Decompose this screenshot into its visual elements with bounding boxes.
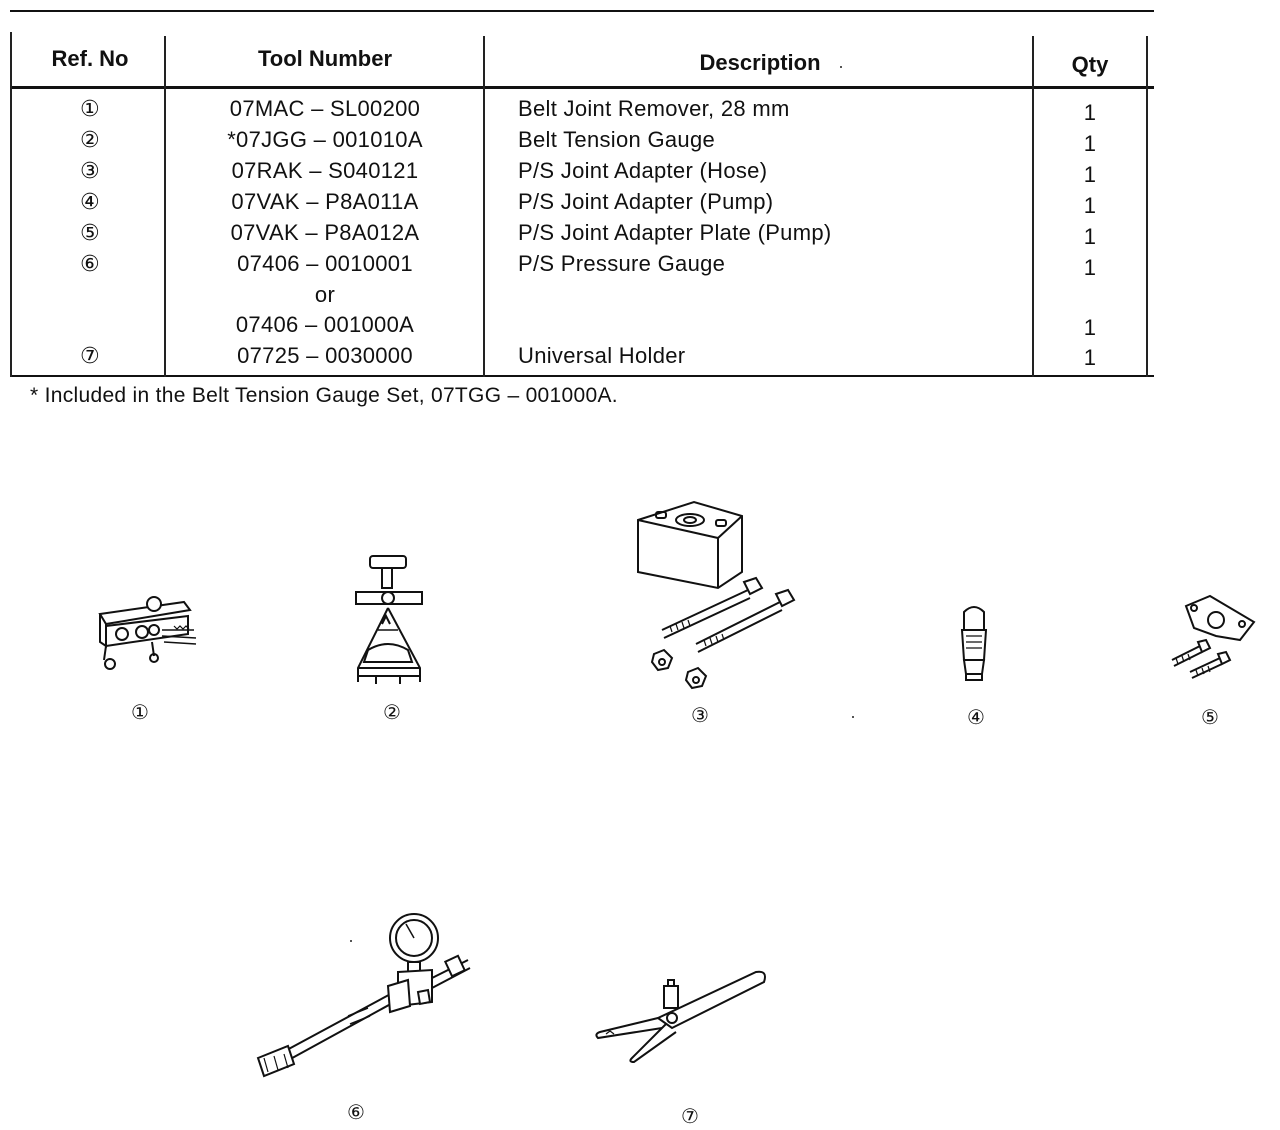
tool-description: Universal Holder: [518, 343, 686, 368]
figure-label-3: ③: [691, 705, 709, 727]
table-row: 07406 – 001000A 1: [10, 312, 1150, 342]
special-tools-table: Ref. No Tool Number Description Qty ① 07…: [10, 10, 1154, 377]
header-ref-no: Ref. No: [51, 46, 129, 71]
column-divider: [1032, 36, 1034, 377]
table-bottom-rule: [10, 375, 1154, 377]
figure-label-4: ④: [967, 707, 985, 729]
header-description: Description: [699, 50, 821, 75]
ref-number: ⑦: [79, 343, 101, 368]
tool-number: or: [314, 282, 336, 307]
ref-number: ④: [79, 189, 101, 214]
tool-quantity: 1: [1083, 224, 1097, 249]
table-left-border: [10, 32, 12, 377]
tool-description: P/S Pressure Gauge: [518, 251, 726, 276]
figure-label-5: ⑤: [1201, 707, 1219, 729]
tool-description: Belt Joint Remover, 28 mm: [518, 96, 790, 121]
header-qty: Qty: [1071, 52, 1109, 77]
tool-description: P/S Joint Adapter (Hose): [518, 158, 768, 183]
table-row: ③ 07RAK – S040121 P/S Joint Adapter (Hos…: [10, 158, 1150, 188]
ps-joint-adapter-hose-illustration: [630, 498, 800, 698]
tool-number: 07406 – 001000A: [235, 312, 415, 337]
ball-joint-remover-illustration: [92, 590, 202, 680]
tool-description: P/S Joint Adapter (Pump): [518, 189, 774, 214]
ref-number: ③: [79, 158, 101, 183]
table-footnote: * Included in the Belt Tension Gauge Set…: [30, 384, 618, 407]
tool-quantity: 1: [1083, 131, 1097, 156]
scan-speck: [852, 716, 854, 718]
tool-number: 07MAC – SL00200: [229, 96, 421, 121]
tool-quantity: 1: [1083, 345, 1097, 370]
tool-description: P/S Joint Adapter Plate (Pump): [518, 220, 832, 245]
table-row: ① 07MAC – SL00200 Belt Joint Remover, 28…: [10, 96, 1150, 126]
tool-quantity: 1: [1083, 100, 1097, 125]
column-divider: [483, 36, 485, 377]
ps-joint-adapter-plate-illustration: [1164, 592, 1260, 688]
figure-label-1: ①: [131, 702, 149, 724]
tool-number: *07JGG – 001010A: [227, 127, 423, 152]
tool-number: 07VAK – P8A011A: [231, 189, 419, 214]
table-row: ⑤ 07VAK – P8A012A P/S Joint Adapter Plat…: [10, 220, 1150, 250]
figure-label-6: ⑥: [347, 1102, 365, 1124]
tool-number: 07406 – 0010001: [237, 251, 413, 276]
ps-pressure-gauge-illustration: [248, 908, 488, 1088]
tool-number: 07VAK – P8A012A: [230, 220, 420, 245]
ref-number: ⑤: [79, 220, 101, 245]
table-right-border: [1146, 36, 1148, 377]
header-tool-number: Tool Number: [257, 46, 393, 71]
ref-number: ⑥: [79, 251, 101, 276]
tool-number: 07725 – 0030000: [237, 343, 413, 368]
tool-number: 07RAK – S040121: [231, 158, 419, 183]
ref-number: ②: [79, 127, 101, 152]
table-top-rule: [10, 10, 1154, 12]
universal-holder-illustration: [592, 962, 772, 1072]
belt-tension-gauge-illustration: [352, 550, 432, 690]
tool-quantity: 1: [1083, 315, 1097, 340]
scan-speck: [840, 66, 842, 68]
figure-label-7: ⑦: [681, 1106, 699, 1128]
figure-label-2: ②: [383, 702, 401, 724]
tool-quantity: 1: [1083, 193, 1097, 218]
tool-quantity: 1: [1083, 162, 1097, 187]
table-row: or: [10, 282, 1150, 312]
table-row: ⑦ 07725 – 0030000 Universal Holder 1: [10, 343, 1150, 373]
table-row: ⑥ 07406 – 0010001 P/S Pressure Gauge 1: [10, 251, 1150, 281]
scan-speck: [350, 940, 352, 942]
ps-joint-adapter-pump-illustration: [954, 600, 994, 684]
tool-quantity: 1: [1083, 255, 1097, 280]
table-row: ② *07JGG – 001010A Belt Tension Gauge 1: [10, 127, 1150, 157]
table-row: ④ 07VAK – P8A011A P/S Joint Adapter (Pum…: [10, 189, 1150, 219]
ref-number: ①: [79, 96, 101, 121]
table-header-rule: [10, 86, 1154, 89]
tool-description: Belt Tension Gauge: [518, 127, 716, 152]
column-divider: [164, 36, 166, 377]
